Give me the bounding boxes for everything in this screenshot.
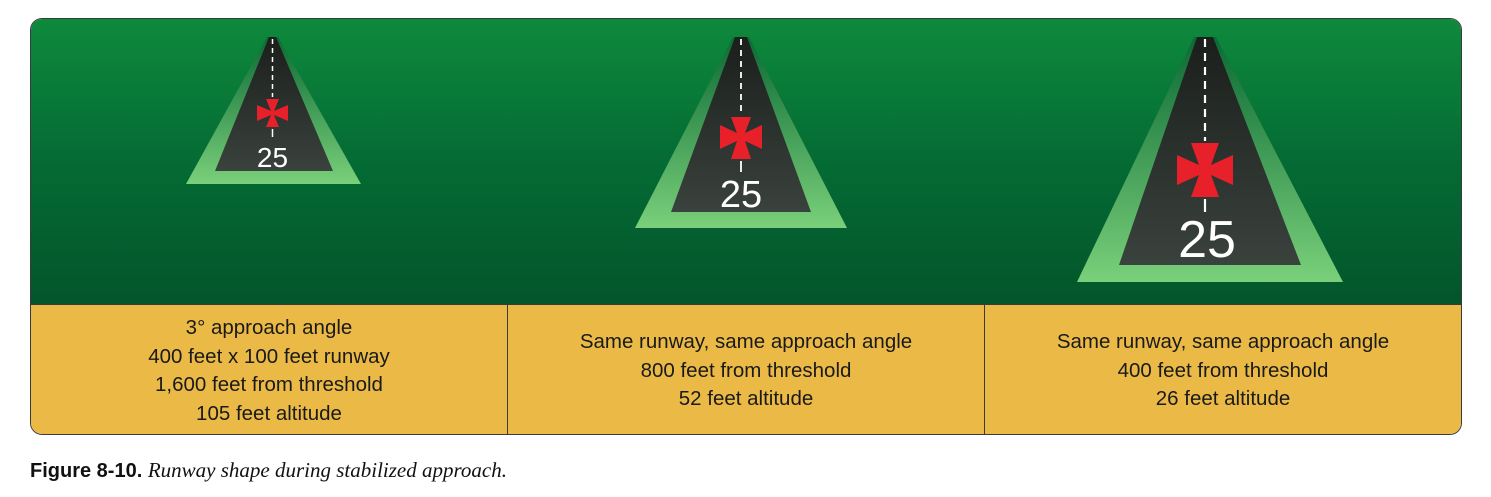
approach-scene: 25 25 25 bbox=[31, 19, 1461, 304]
panel-line: Same runway, same approach angle bbox=[1056, 330, 1390, 354]
panel-line: 400 feet from threshold bbox=[1117, 358, 1329, 382]
panel-line: 3° approach angle bbox=[185, 316, 353, 339]
description-panels: 3° approach angle 400 feet x 100 feet ru… bbox=[31, 304, 1461, 434]
description-panel-far: 3° approach angle 400 feet x 100 feet ru… bbox=[31, 305, 507, 434]
runway-near: 25 bbox=[1077, 37, 1343, 282]
runway-far: 25 bbox=[186, 37, 361, 184]
figure-number: Figure 8-10. bbox=[30, 460, 143, 482]
aim-point-marker bbox=[257, 99, 288, 127]
aim-point-marker bbox=[1177, 143, 1233, 197]
panel-line: 26 feet altitude bbox=[1155, 387, 1291, 411]
runway-scene-svg: 25 25 25 bbox=[186, 37, 1343, 282]
runway-mid: 25 bbox=[635, 37, 847, 228]
figure-caption: Figure 8-10. Runway shape during stabili… bbox=[30, 458, 507, 483]
runway-number-far: 25 bbox=[257, 142, 288, 173]
panel-line: 52 feet altitude bbox=[678, 387, 814, 411]
description-panel-near: Same runway, same approach angle 400 fee… bbox=[984, 305, 1461, 434]
description-panel-mid: Same runway, same approach angle 800 fee… bbox=[507, 305, 984, 434]
figure-frame: 25 25 25 3° approach bbox=[30, 18, 1462, 435]
figure-caption-text: Runway shape during stabilized approach. bbox=[147, 458, 507, 482]
panel-line: 400 feet x 100 feet runway bbox=[148, 344, 390, 368]
panel-line: 1,600 feet from threshold bbox=[155, 373, 383, 396]
runway-number-mid: 25 bbox=[720, 174, 762, 216]
aim-point-marker bbox=[720, 117, 762, 159]
panel-line: Same runway, same approach angle bbox=[579, 330, 913, 354]
runway-number-near: 25 bbox=[1178, 211, 1236, 269]
panel-line: 800 feet from threshold bbox=[640, 358, 852, 382]
panel-line: 105 feet altitude bbox=[196, 401, 342, 425]
